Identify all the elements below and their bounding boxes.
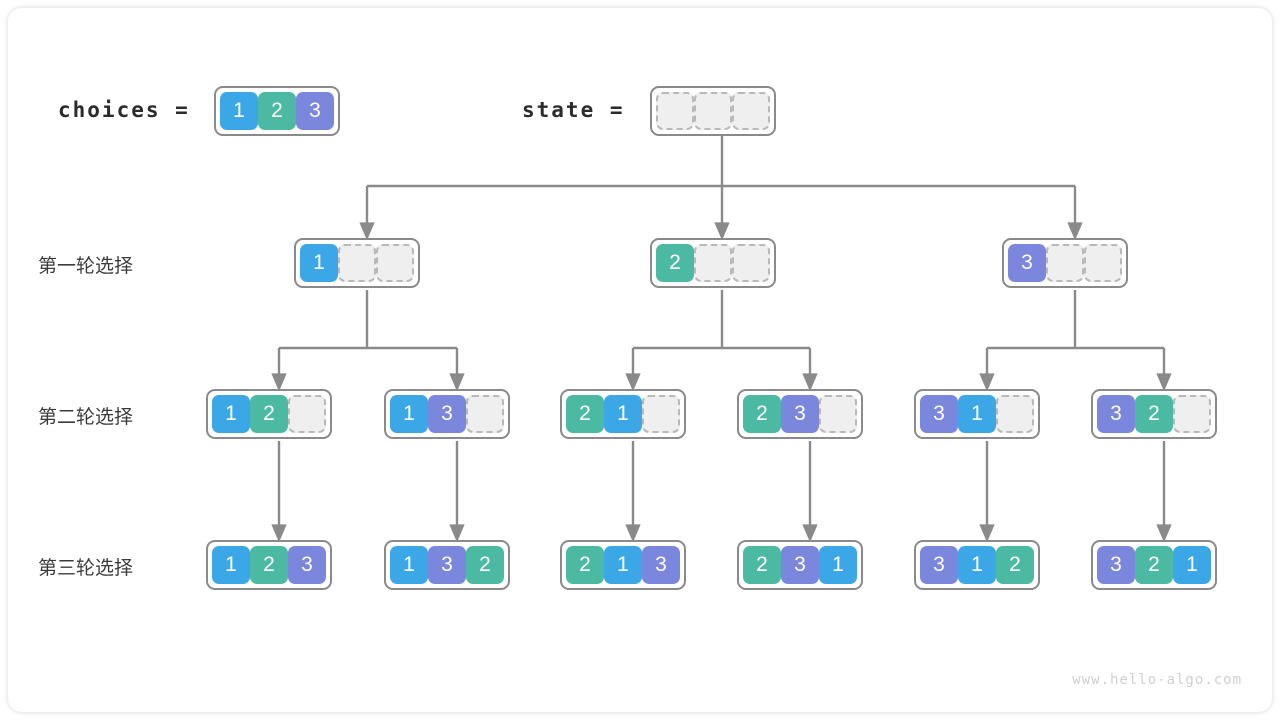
l2-f-cell-1: 3: [1097, 395, 1135, 433]
l1-c-cell-2-empty: [1046, 244, 1084, 282]
l3-b-cell-1: 1: [390, 546, 428, 584]
l3-a-cell-2: 2: [250, 546, 288, 584]
l3-e-cell-1: 3: [920, 546, 958, 584]
row-label-level-2: 第二轮选择: [38, 407, 134, 428]
tree-node-level1-3: 3: [1002, 238, 1128, 288]
l3-e-cell-3: 2: [996, 546, 1034, 584]
l2-b-cell-1: 1: [390, 395, 428, 433]
l3-a-cell-3: 3: [288, 546, 326, 584]
l3-f-cell-1: 3: [1097, 546, 1135, 584]
l3-e-cell-2: 1: [958, 546, 996, 584]
diagram-card: [8, 8, 1272, 712]
l2-c-cell-3-empty: [642, 395, 680, 433]
state-cell-1-empty: [656, 92, 694, 130]
l2-d-cell-2: 3: [781, 395, 819, 433]
choices-label: choices =: [58, 98, 190, 122]
watermark: www.hello-algo.com: [1072, 672, 1242, 688]
l2-d-cell-1: 2: [743, 395, 781, 433]
row-label-level-1: 第一轮选择: [38, 256, 134, 277]
l2-f-cell-3-empty: [1173, 395, 1211, 433]
l1-b-cell-3-empty: [732, 244, 770, 282]
l3-f-cell-2: 2: [1135, 546, 1173, 584]
l3-b-cell-3: 2: [466, 546, 504, 584]
l2-c-cell-2: 1: [604, 395, 642, 433]
l1-a-cell-1: 1: [300, 244, 338, 282]
tree-node-level1-1: 1: [294, 238, 420, 288]
state-array: [650, 86, 776, 136]
l3-c-cell-2: 1: [604, 546, 642, 584]
l2-a-cell-3-empty: [288, 395, 326, 433]
l3-d-cell-1: 2: [743, 546, 781, 584]
l2-c-cell-1: 2: [566, 395, 604, 433]
l2-d-cell-3-empty: [819, 395, 857, 433]
l3-c-cell-1: 2: [566, 546, 604, 584]
l2-e-cell-2: 1: [958, 395, 996, 433]
l1-b-cell-1: 2: [656, 244, 694, 282]
l2-a-cell-2: 2: [250, 395, 288, 433]
l3-d-cell-3: 1: [819, 546, 857, 584]
state-label: state =: [522, 98, 625, 122]
state-cell-3-empty: [732, 92, 770, 130]
choices-cell-2: 2: [258, 92, 296, 130]
l1-a-cell-2-empty: [338, 244, 376, 282]
l1-b-cell-2-empty: [694, 244, 732, 282]
l1-c-cell-3-empty: [1084, 244, 1122, 282]
row-label-level-3: 第三轮选择: [38, 558, 134, 579]
l3-f-cell-3: 1: [1173, 546, 1211, 584]
choices-cell-3: 3: [296, 92, 334, 130]
l2-f-cell-2: 2: [1135, 395, 1173, 433]
l3-d-cell-2: 3: [781, 546, 819, 584]
tree-node-level1-2: 2: [650, 238, 776, 288]
l2-e-cell-3-empty: [996, 395, 1034, 433]
l3-a-cell-1: 1: [212, 546, 250, 584]
l2-a-cell-1: 1: [212, 395, 250, 433]
choices-cell-1: 1: [220, 92, 258, 130]
state-cell-2-empty: [694, 92, 732, 130]
l3-b-cell-2: 3: [428, 546, 466, 584]
l3-c-cell-3: 3: [642, 546, 680, 584]
l1-a-cell-3-empty: [376, 244, 414, 282]
l2-b-cell-2: 3: [428, 395, 466, 433]
l2-e-cell-1: 3: [920, 395, 958, 433]
l1-c-cell-1: 3: [1008, 244, 1046, 282]
l2-b-cell-3-empty: [466, 395, 504, 433]
